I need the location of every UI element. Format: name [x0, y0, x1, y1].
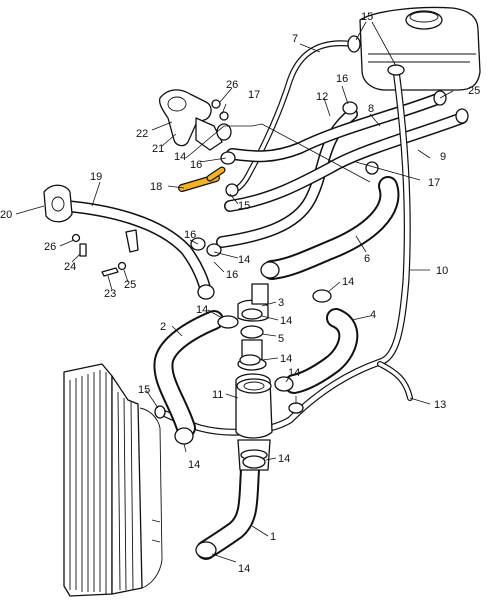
callout-10: 10 [436, 265, 448, 277]
callout-15: 15 [138, 384, 150, 396]
callout-14: 14 [280, 353, 292, 365]
callout-14: 14 [278, 453, 290, 465]
callout-14: 14 [342, 276, 354, 288]
callout-26: 26 [44, 241, 56, 253]
callout-7: 7 [292, 33, 298, 45]
callout-19: 19 [90, 171, 102, 183]
callout-24: 24 [64, 261, 76, 273]
callout-14: 14 [280, 315, 292, 327]
leader-lines [15, 21, 454, 563]
expansion-tank [359, 6, 481, 91]
callout-16: 16 [226, 269, 238, 281]
callout-1: 1 [270, 531, 276, 543]
callout-8: 8 [368, 103, 374, 115]
callout-9: 9 [440, 151, 446, 163]
callout-16: 16 [336, 73, 348, 85]
heater-flange [43, 184, 139, 253]
callout-3: 3 [278, 297, 284, 309]
callout-23: 23 [104, 288, 116, 300]
radiator [63, 363, 163, 597]
callout-15: 15 [238, 200, 250, 212]
callout-6: 6 [364, 253, 370, 265]
callout-25: 25 [468, 85, 480, 97]
highlighted-pipe-18 [178, 166, 226, 192]
callout-14: 14 [196, 304, 208, 316]
callout-12: 12 [316, 91, 328, 103]
callout-17: 17 [428, 177, 440, 189]
callout-18: 18 [150, 181, 162, 193]
callout-21: 21 [152, 143, 164, 155]
callout-2: 2 [160, 321, 166, 333]
callout-14: 14 [174, 151, 186, 163]
callout-14: 14 [288, 367, 300, 379]
callout-15: 15 [361, 11, 373, 23]
callout-25: 25 [124, 279, 136, 291]
callout-16: 16 [184, 229, 196, 241]
hoses [60, 40, 468, 560]
callout-17: 17 [248, 89, 260, 101]
thermostat-housing [158, 89, 232, 151]
callout-11: 11 [212, 389, 223, 401]
callout-22: 22 [136, 128, 148, 140]
callout-26: 26 [226, 79, 238, 91]
callout-4: 4 [370, 309, 376, 321]
coolant-outlet-assembly [235, 283, 273, 471]
callout-5: 5 [278, 333, 284, 345]
fasteners [71, 99, 229, 277]
callout-20: 20 [0, 209, 12, 221]
callout-14: 14 [238, 563, 250, 575]
callout-16: 16 [190, 159, 202, 171]
callout-13: 13 [434, 399, 446, 411]
callout-labels: 15 7 16 26 17 25 12 8 22 21 14 16 9 18 1… [0, 11, 480, 575]
callout-14: 14 [188, 459, 200, 471]
callout-14: 14 [238, 254, 250, 266]
